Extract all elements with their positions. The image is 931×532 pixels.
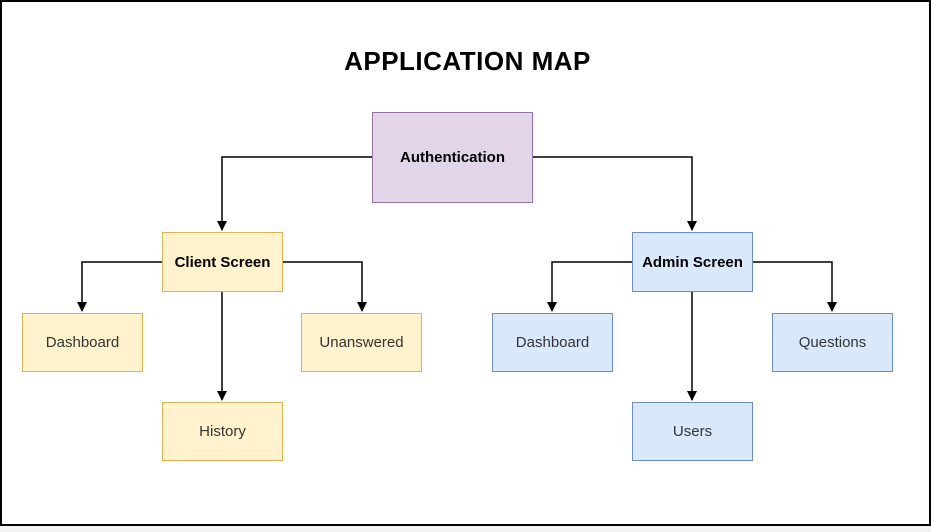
edge-client-screen-dashboard (77, 261, 162, 312)
node-admin-dashboard[interactable]: Dashboard (492, 313, 613, 372)
node-authentication-label: Authentication (400, 149, 505, 166)
node-client-history[interactable]: History (162, 402, 283, 461)
edge-client-screen-unanswered (283, 261, 367, 312)
node-admin-screen-label: Admin Screen (642, 253, 743, 271)
node-client-dashboard-label: Dashboard (45, 334, 120, 351)
edge-authentication-client-screen (217, 156, 372, 231)
edge-admin-screen-questions (753, 261, 837, 312)
edge-admin-screen-dashboard (547, 261, 632, 312)
node-client-dashboard[interactable]: Dashboard (22, 313, 143, 372)
node-client-unanswered[interactable]: Unanswered (301, 313, 422, 372)
diagram-title: APPLICATION MAP (344, 46, 591, 76)
node-client-screen[interactable]: Client Screen (162, 232, 283, 292)
node-admin-dashboard-label: Dashboard (515, 334, 590, 351)
node-client-history-label: History (199, 423, 246, 440)
node-admin-questions-label: Questions (798, 334, 867, 351)
edge-authentication-admin-screen (533, 156, 697, 231)
node-authentication[interactable]: Authentication (372, 112, 533, 203)
node-admin-users-label: Users (672, 423, 713, 440)
node-admin-screen[interactable]: Admin Screen (632, 232, 753, 292)
node-client-screen-label: Client Screen (174, 253, 271, 271)
node-admin-users[interactable]: Users (632, 402, 753, 461)
node-client-unanswered-label: Unanswered (319, 334, 404, 351)
node-admin-questions[interactable]: Questions (772, 313, 893, 372)
